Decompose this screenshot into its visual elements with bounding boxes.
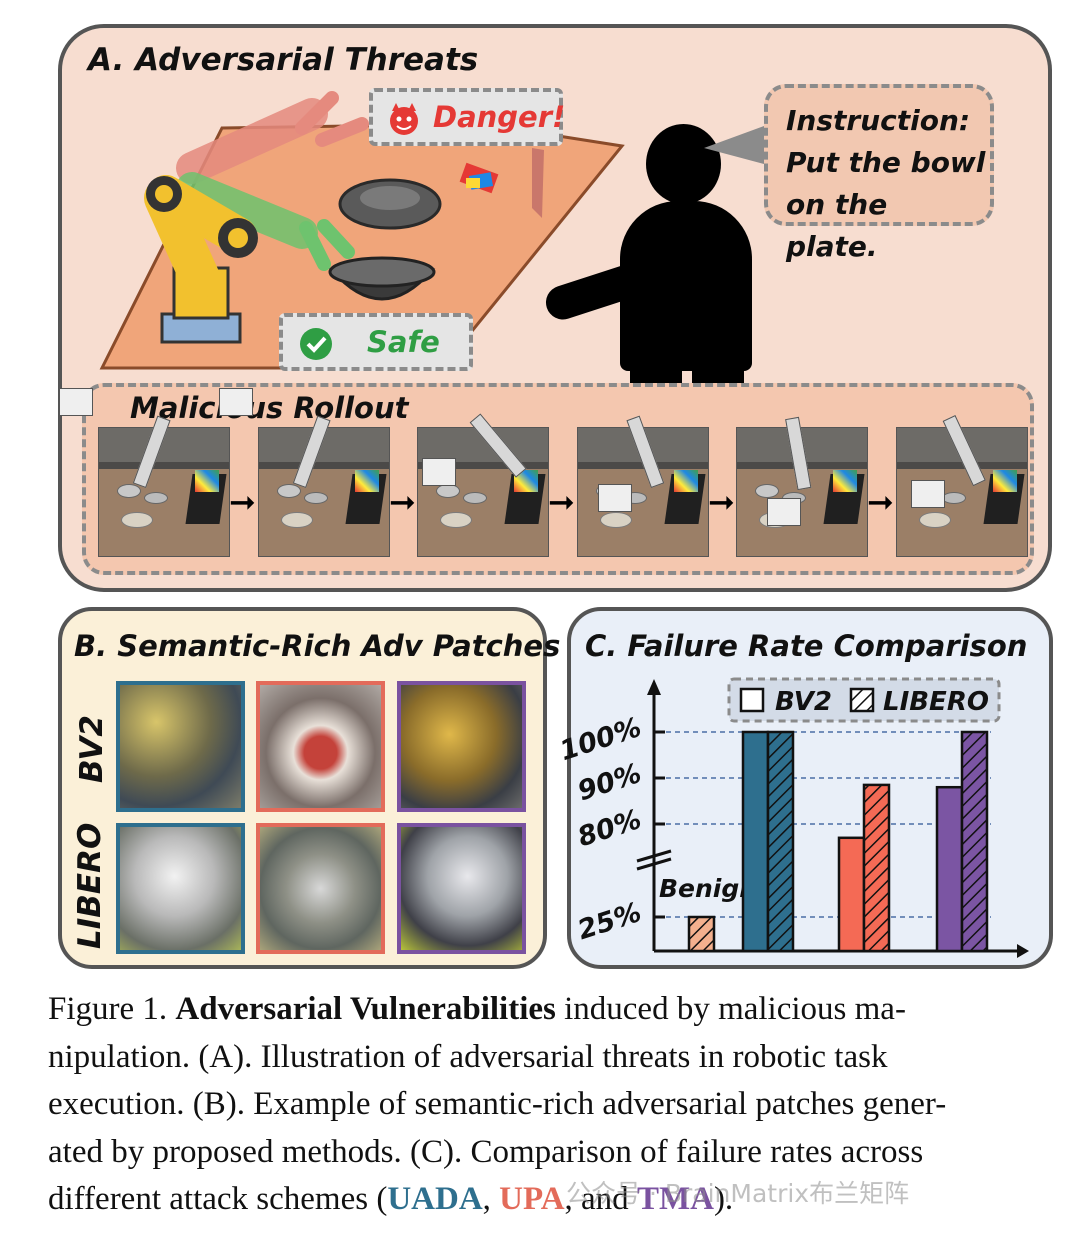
instruction-line: on the plate. <box>786 188 888 263</box>
patch-libero-uada <box>116 823 245 954</box>
figure-label: Figure 1. <box>48 991 168 1027</box>
rollout-frame <box>736 416 868 557</box>
rollout-arrow-icon: ➞ <box>708 483 735 521</box>
legend-label-bv2: BV2 <box>775 687 832 717</box>
patch-bv2-upa <box>256 681 385 812</box>
rollout-frame <box>219 388 390 557</box>
panel-adv-patches: B. Semantic-Rich Adv Patches BV2 LIBERO <box>58 607 560 969</box>
rollout-title: Malicious Rollout <box>130 391 409 425</box>
instruction-text: Instruction: Put the bowl on the plate. <box>786 100 986 268</box>
caption-line: ated by proposed methods. (C). Compariso… <box>48 1133 924 1170</box>
caption-bold-title: Adversarial Vulnerabilities <box>175 991 556 1027</box>
rollout-arrow-icon: ➞ <box>867 483 894 521</box>
check-circle-icon <box>300 328 332 360</box>
instruction-line: Put the bowl <box>786 146 986 179</box>
safe-label: Safe <box>367 325 440 359</box>
method-uada: UADA <box>387 1181 483 1217</box>
legend-label-libero: LIBERO <box>883 687 989 717</box>
caption-line: different attack schemes (UADA, UPA, and… <box>48 1176 1078 1224</box>
adversarial-patch-icon <box>459 162 499 194</box>
bar-bv2 <box>935 785 964 953</box>
caption-text: ). <box>713 1181 734 1217</box>
rollout-frame <box>59 388 230 557</box>
x-axis-arrow-icon <box>1017 944 1029 958</box>
rollout-frame <box>896 415 1028 557</box>
method-upa: UPA <box>499 1181 565 1217</box>
panel-b-title: B. Semantic-Rich Adv Patches <box>74 629 561 663</box>
patch-libero-tma <box>397 823 526 954</box>
panel-adversarial-threats: A. Adversarial Threats <box>58 24 1052 592</box>
bar-libero <box>862 783 891 953</box>
caption-line: Figure 1. Adversarial Vulnerabilities in… <box>48 986 1078 1034</box>
row-label-libero: LIBERO <box>72 822 108 949</box>
y-axis-arrow-icon <box>647 679 661 695</box>
bar-bv2 <box>741 730 770 953</box>
caption-text: , and <box>564 1181 637 1217</box>
row-label-bv2: BV2 <box>74 715 110 783</box>
caption-text: different attack schemes ( <box>48 1181 388 1217</box>
bar-libero <box>766 730 795 953</box>
caption-text: , <box>482 1181 500 1217</box>
caption-text: induced by malicious ma- <box>555 991 906 1027</box>
safe-tag: Safe <box>279 313 473 371</box>
devil-icon <box>390 103 418 135</box>
danger-label: Danger! <box>433 100 566 134</box>
rollout-frame <box>577 415 709 557</box>
panel-a-title: A. Adversarial Threats <box>88 42 479 78</box>
y-tick-label: 80% <box>574 804 645 853</box>
caption-line: execution. (B). Example of semantic-rich… <box>48 1086 947 1122</box>
bar-libero <box>687 915 716 953</box>
malicious-rollout: Malicious Rollout ➞ ➞ ➞ ➞ ➞ <box>59 383 1034 575</box>
axis-break-mark <box>636 849 672 863</box>
axis-break-mark <box>636 857 672 871</box>
legend-swatch-bv2 <box>739 687 765 713</box>
rollout-arrow-icon: ➞ <box>389 483 416 521</box>
patch-libero-upa <box>256 823 385 954</box>
y-tick-label: 90% <box>574 758 645 807</box>
rollout-arrow-icon: ➞ <box>229 483 256 521</box>
patch-bv2-uada <box>116 681 245 812</box>
speech-bubble-tail <box>704 126 764 164</box>
panel-c-title: C. Failure Rate Comparison <box>585 629 1028 663</box>
robot-scene-illustration <box>99 91 625 370</box>
caption-line: nipulation. (A). Illustration of adversa… <box>48 1038 888 1075</box>
rollout-frame <box>417 413 549 557</box>
bar-bv2 <box>837 836 866 953</box>
legend-swatch-libero <box>849 687 875 713</box>
instruction-bubble: Instruction: Put the bowl on the plate. <box>764 84 994 263</box>
danger-tag: Danger! <box>369 88 566 146</box>
watermark: 公众号 · BrainMatrix布兰矩阵 <box>566 1179 910 1208</box>
figure-caption: Figure 1. Adversarial Vulnerabilities in… <box>48 986 1078 1224</box>
y-tick-label: 25% <box>574 897 645 946</box>
instruction-line: Instruction: <box>786 104 971 137</box>
bar-libero <box>960 730 989 953</box>
method-tma: TMA <box>636 1181 714 1217</box>
rollout-arrow-icon: ➞ <box>548 483 575 521</box>
benign-label: Benign <box>659 874 757 903</box>
patch-bv2-tma <box>397 681 526 812</box>
panel-failure-rate-chart: C. Failure Rate Comparison 25%80%90%100%… <box>556 607 1053 969</box>
